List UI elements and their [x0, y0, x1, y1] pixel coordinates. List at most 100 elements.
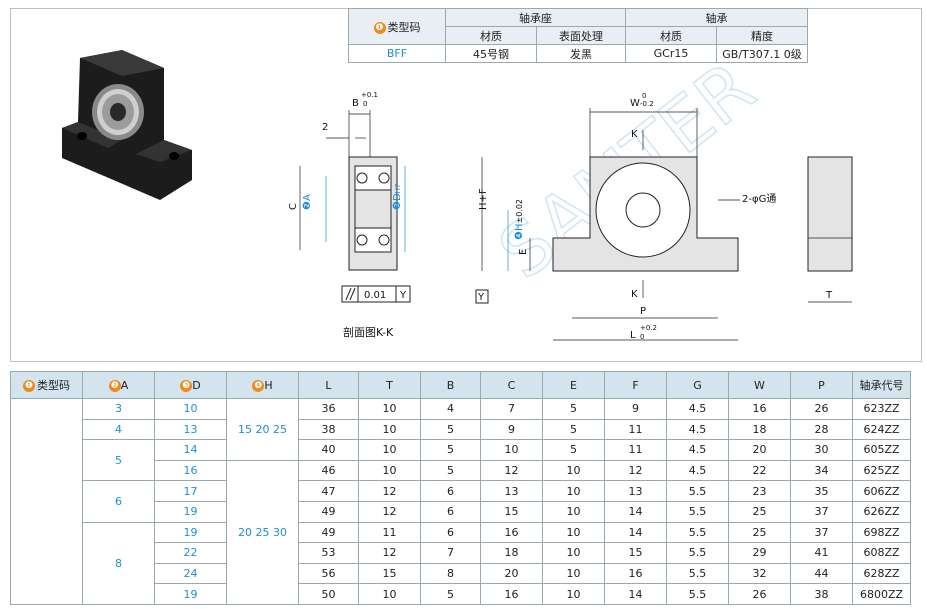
- cell-f: 16: [604, 562, 667, 585]
- circled-4-badge: ❹: [252, 379, 265, 392]
- bearing-material-value: GCr15: [625, 44, 717, 63]
- cell-t: 12: [358, 480, 421, 502]
- surface-value: 发黑: [536, 44, 626, 63]
- cell-b: 6: [420, 480, 481, 502]
- cell-w: 25: [728, 521, 791, 544]
- dim-b-tol-lower: 0: [363, 100, 367, 108]
- col-bearing-code: 轴承代号: [852, 371, 911, 399]
- cell-c: 15: [480, 500, 543, 523]
- dim-p-label: P: [640, 306, 646, 317]
- cell-c: 20: [480, 562, 543, 585]
- cell-g: 5.5: [666, 562, 729, 585]
- precision-value: GB/T307.1 0级: [716, 44, 808, 63]
- cell-c: 10: [480, 439, 543, 461]
- cell-e: 5: [542, 418, 605, 441]
- dim-hf-label: H+F: [478, 188, 489, 210]
- cell-t: 11: [358, 521, 421, 544]
- cell-l: 49: [298, 521, 359, 544]
- hole-label: 2-φG通: [742, 193, 776, 205]
- cell-h: 15 20 25: [226, 398, 299, 461]
- k-label-bottom: K: [631, 289, 638, 300]
- cell-d: 13: [154, 418, 227, 441]
- cell-t: 10: [358, 583, 421, 605]
- cell-c: 18: [480, 542, 543, 564]
- cell-p: 37: [790, 500, 853, 523]
- dim-t-label: T: [825, 290, 833, 301]
- cell-p: 35: [790, 480, 853, 502]
- bearing-bore-inner: [625, 192, 661, 228]
- cell-d: 19: [154, 500, 227, 523]
- cell-g: 4.5: [666, 418, 729, 441]
- type-header: 类型码: [387, 20, 421, 34]
- cell-g: 5.5: [666, 500, 729, 523]
- section-bearing-bottom: [354, 227, 392, 253]
- cell-b: 5: [420, 439, 481, 461]
- cell-f: 12: [604, 459, 667, 482]
- cell-b: 5: [420, 583, 481, 605]
- cell-e: 10: [542, 500, 605, 523]
- cell-f: 9: [604, 398, 667, 420]
- dim-h-tol: ±0.02: [515, 199, 524, 224]
- circled-1-badge: ❶: [373, 21, 386, 34]
- dim-c-label: C: [288, 203, 299, 210]
- cell-p: 30: [790, 439, 853, 461]
- cell-e: 10: [542, 521, 605, 544]
- k-label-top: K: [631, 129, 638, 140]
- col-c: C: [480, 371, 543, 399]
- cell-bearing-code: 628ZZ: [852, 562, 911, 585]
- technical-drawing: SAMTER B +0.1 0 2 C ❷A ❸DH7 0.01 Y 剖面图K-…: [288, 45, 853, 341]
- cell-w: 18: [728, 418, 791, 441]
- side-view-body: [807, 156, 853, 272]
- cell-b: 5: [420, 459, 481, 482]
- cell-g: 5.5: [666, 542, 729, 564]
- cell-d: 10: [154, 398, 227, 420]
- dim-d-label: ❸DH7: [392, 184, 403, 210]
- bearing-material-header: 材质: [625, 26, 717, 45]
- cell-c: 12: [480, 459, 543, 482]
- cell-l: 40: [298, 439, 359, 461]
- section-label: 剖面图K-K: [343, 325, 394, 339]
- cell-bearing-code: 608ZZ: [852, 542, 911, 564]
- cell-t: 10: [358, 398, 421, 420]
- cell-e: 5: [542, 439, 605, 461]
- seat-material-value: 45号钢: [445, 44, 537, 63]
- cell-w: 25: [728, 500, 791, 523]
- col-d-label: D: [192, 378, 201, 392]
- cell-t: 12: [358, 500, 421, 523]
- cell-d: 19: [154, 583, 227, 605]
- datum-y-box: [475, 289, 489, 304]
- col-l: L: [298, 371, 359, 399]
- cell-l: 46: [298, 459, 359, 482]
- cell-w: 20: [728, 439, 791, 461]
- cell-l: 49: [298, 500, 359, 523]
- type-value: BFF: [348, 44, 446, 63]
- cell-t: 10: [358, 439, 421, 461]
- cell-p: 34: [790, 459, 853, 482]
- dim-w-tol-lower: -0.2: [640, 100, 654, 108]
- cell-l: 56: [298, 562, 359, 585]
- dim-l-label: L: [630, 330, 636, 341]
- cell-b: 6: [420, 500, 481, 523]
- cell-bearing-code: 625ZZ: [852, 459, 911, 482]
- cell-p: 44: [790, 562, 853, 585]
- col-h-label: H: [264, 378, 273, 392]
- col-w: W: [728, 371, 791, 399]
- circled-3-badge: ❸: [180, 379, 193, 392]
- cell-t: 15: [358, 562, 421, 585]
- cell-c: 16: [480, 521, 543, 544]
- dim-d-value: D: [392, 193, 403, 201]
- cell-e: 10: [542, 459, 605, 482]
- surface-header: 表面处理: [536, 26, 626, 45]
- cell-bearing-code: 606ZZ: [852, 480, 911, 502]
- cell-e: 10: [542, 562, 605, 585]
- type-cell: [10, 398, 83, 605]
- cell-b: 7: [420, 542, 481, 564]
- cell-bearing-code: 626ZZ: [852, 500, 911, 523]
